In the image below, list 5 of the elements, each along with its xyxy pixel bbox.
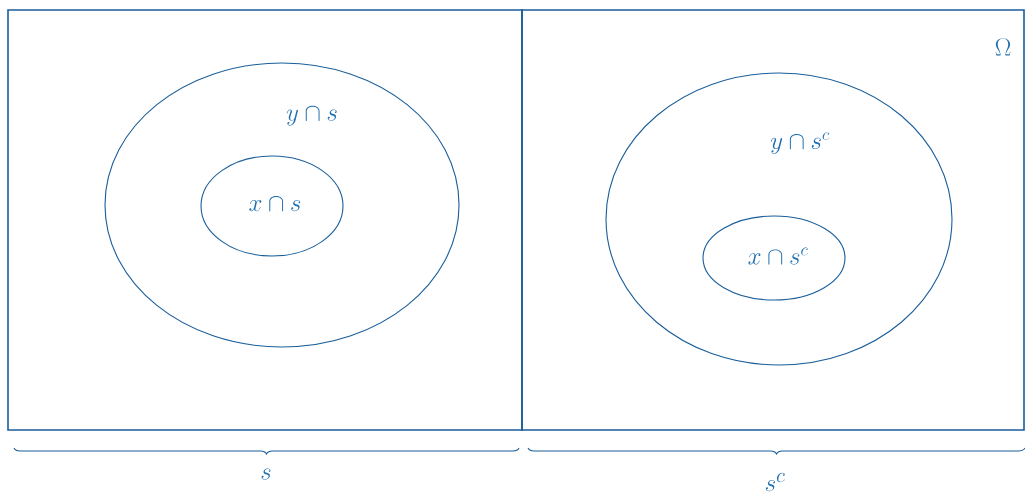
set-box [7,9,523,431]
set-box [521,9,1025,431]
brace-label: $s$ [261,468,271,480]
brace-label: $s^{c}$ [765,472,785,492]
set-label: $\Omega$ [995,38,1011,56]
